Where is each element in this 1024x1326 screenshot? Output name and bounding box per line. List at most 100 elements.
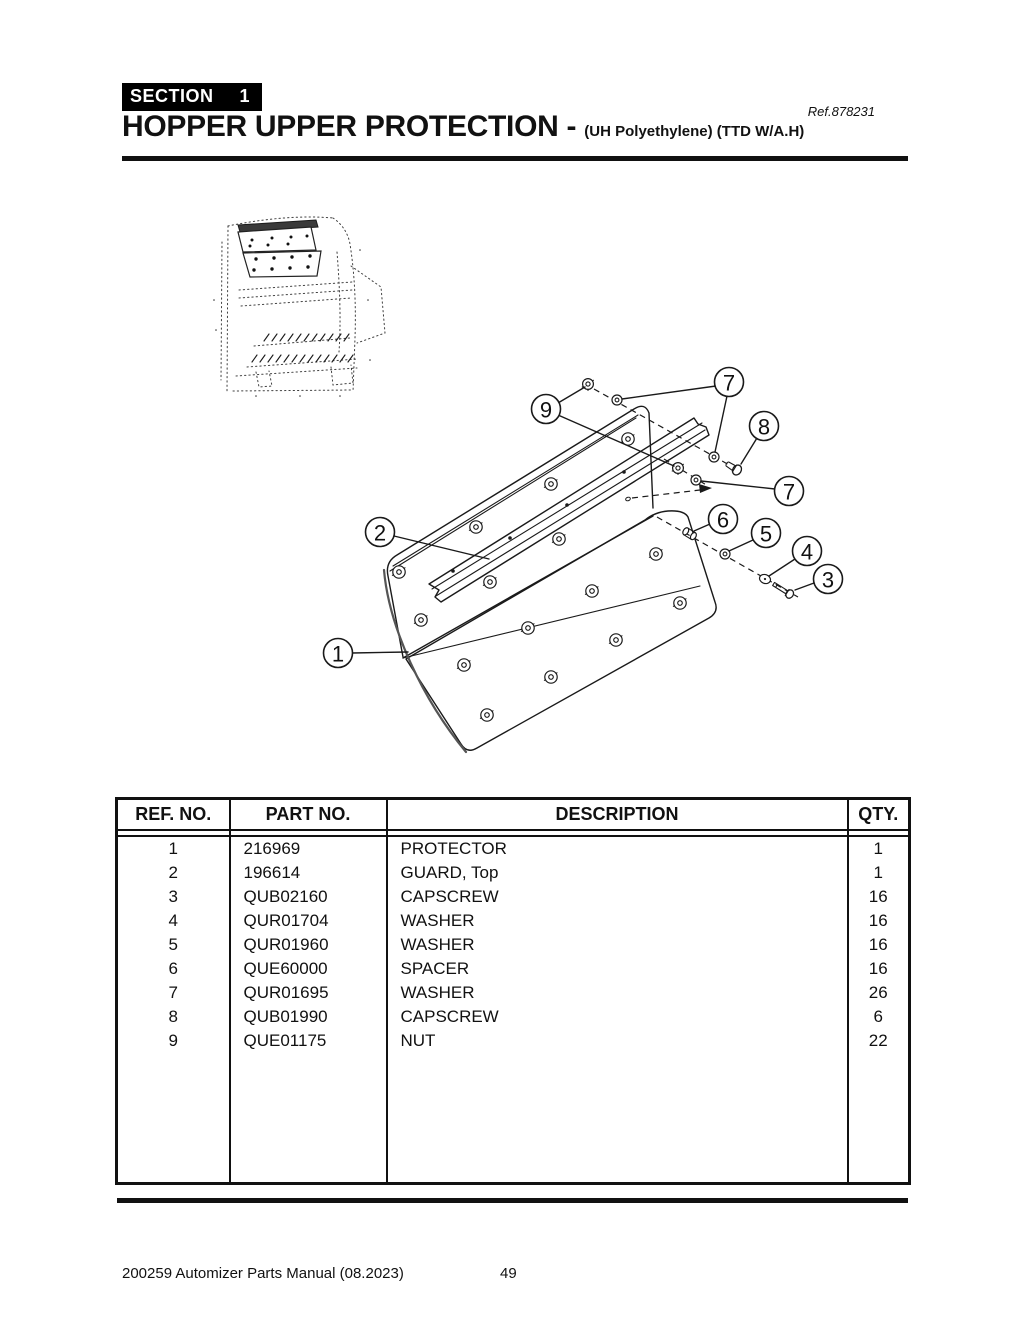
cell-desc: WASHER <box>385 981 848 1005</box>
washer-icon <box>708 451 720 463</box>
page-number: 49 <box>500 1265 517 1282</box>
flat-washer-icon <box>758 573 772 585</box>
cell-desc: NUT <box>385 1029 848 1053</box>
nut-icon <box>671 462 685 476</box>
table-empty-space <box>115 1053 910 1184</box>
svg-text:2: 2 <box>374 521 386 546</box>
cell-ref: 6 <box>115 957 230 981</box>
svg-text:8: 8 <box>758 415 770 440</box>
cell-desc: SPACER <box>385 957 848 981</box>
cell-desc: WASHER <box>385 909 848 933</box>
svg-text:5: 5 <box>760 522 772 547</box>
svg-text:4: 4 <box>801 540 813 565</box>
section-badge: SECTION 1 <box>122 83 263 111</box>
section-label: SECTION <box>130 86 214 106</box>
callout-balloons: 1 2 3 4 5 6 7 7 8 9 <box>322 366 844 669</box>
cell-ref: 9 <box>115 1029 230 1053</box>
cell-part: QUR01960 <box>228 933 387 957</box>
svg-text:7: 7 <box>723 371 735 396</box>
cell-qty: 22 <box>846 1029 910 1053</box>
svg-text:7: 7 <box>783 480 795 505</box>
washer-icon <box>719 548 731 560</box>
cell-part: QUB02160 <box>228 885 387 909</box>
guard-strip <box>428 417 710 603</box>
page-subtitle: (UH Polyethylene) (TTD W/A.H) <box>584 123 805 140</box>
spacer-icon <box>682 527 697 541</box>
mini-bolt-holes <box>248 234 312 272</box>
cell-qty: 1 <box>846 861 910 885</box>
reference-number: Ref.878231 <box>807 104 875 119</box>
exploded-view: 1 2 3 4 5 6 7 7 8 9 <box>322 366 844 754</box>
table-row: 9 QUE01175 NUT 22 <box>115 1029 910 1053</box>
cell-part: QUB01990 <box>228 1005 387 1029</box>
table-row: 1 216969 PROTECTOR 1 <box>115 836 910 861</box>
callout-8: 8 <box>748 410 780 442</box>
parts-table: REF. NO. PART NO. DESCRIPTION QTY. 1 216… <box>115 797 911 1185</box>
col-header-ref-no: REF. NO. <box>115 798 230 831</box>
nut-icon <box>581 378 595 392</box>
cell-desc: CAPSCREW <box>385 885 848 909</box>
mini-upper-flange <box>237 226 317 253</box>
cell-part: QUE01175 <box>228 1029 387 1053</box>
callout-6: 6 <box>707 503 739 535</box>
callout-9: 9 <box>530 393 562 425</box>
cell-qty: 16 <box>846 933 910 957</box>
callout-5: 5 <box>750 517 782 549</box>
panel-washers <box>391 432 688 722</box>
cell-qty: 16 <box>846 957 910 981</box>
mini-guard-bar <box>237 219 319 233</box>
cell-part: QUE60000 <box>228 957 387 981</box>
col-header-part-no: PART NO. <box>228 798 387 831</box>
parts-table-header-row: REF. NO. PART NO. DESCRIPTION QTY. <box>115 798 910 831</box>
header-rule <box>122 156 908 161</box>
washer-icon <box>611 394 623 406</box>
callout-7-right: 7 <box>773 475 805 507</box>
cell-ref: 1 <box>115 836 230 861</box>
section-number: 1 <box>239 86 251 106</box>
cell-desc: CAPSCREW <box>385 1005 848 1029</box>
cell-qty: 16 <box>846 909 910 933</box>
washer-icon <box>690 474 702 486</box>
cell-part: 196614 <box>228 861 387 885</box>
table-row: 7 QUR01695 WASHER 26 <box>115 981 910 1005</box>
cell-desc: PROTECTOR <box>385 836 848 861</box>
table-row: 5 QUR01960 WASHER 16 <box>115 933 910 957</box>
cell-ref: 5 <box>115 933 230 957</box>
table-row: 2 196614 GUARD, Top 1 <box>115 861 910 885</box>
header-double-rule-row <box>115 830 910 837</box>
col-header-qty: QTY. <box>846 798 910 831</box>
callout-3: 3 <box>812 563 844 595</box>
table-row: 8 QUB01990 CAPSCREW 6 <box>115 1005 910 1029</box>
cell-desc: GUARD, Top <box>385 861 848 885</box>
hardware-icons <box>581 378 795 599</box>
page-title-text: HOPPER UPPER PROTECTION - <box>122 110 577 143</box>
callout-4: 4 <box>791 535 823 567</box>
callout-1: 1 <box>322 637 354 669</box>
cell-qty: 1 <box>846 836 910 861</box>
footer-rule <box>117 1198 908 1203</box>
svg-text:3: 3 <box>822 568 834 593</box>
cell-ref: 7 <box>115 981 230 1005</box>
mini-lower-face <box>242 250 322 278</box>
capscrew-icon <box>772 581 795 599</box>
capscrew-icon <box>725 461 743 476</box>
svg-text:6: 6 <box>717 508 729 533</box>
svg-text:9: 9 <box>540 398 552 423</box>
callout-7-top: 7 <box>713 366 745 398</box>
page-title: HOPPER UPPER PROTECTION - (UH Polyethyle… <box>122 110 804 144</box>
cell-desc: WASHER <box>385 933 848 957</box>
col-header-description: DESCRIPTION <box>385 798 848 831</box>
cell-ref: 4 <box>115 909 230 933</box>
cell-part: QUR01704 <box>228 909 387 933</box>
cell-ref: 8 <box>115 1005 230 1029</box>
cell-qty: 16 <box>846 885 910 909</box>
guard-holes <box>451 470 626 573</box>
callout-2: 2 <box>364 516 396 548</box>
protector-panel <box>382 405 717 754</box>
cell-ref: 3 <box>115 885 230 909</box>
cell-qty: 6 <box>846 1005 910 1029</box>
table-row: 6 QUE60000 SPACER 16 <box>115 957 910 981</box>
machine-thumbnail-sketch <box>213 216 386 397</box>
table-row: 4 QUR01704 WASHER 16 <box>115 909 910 933</box>
